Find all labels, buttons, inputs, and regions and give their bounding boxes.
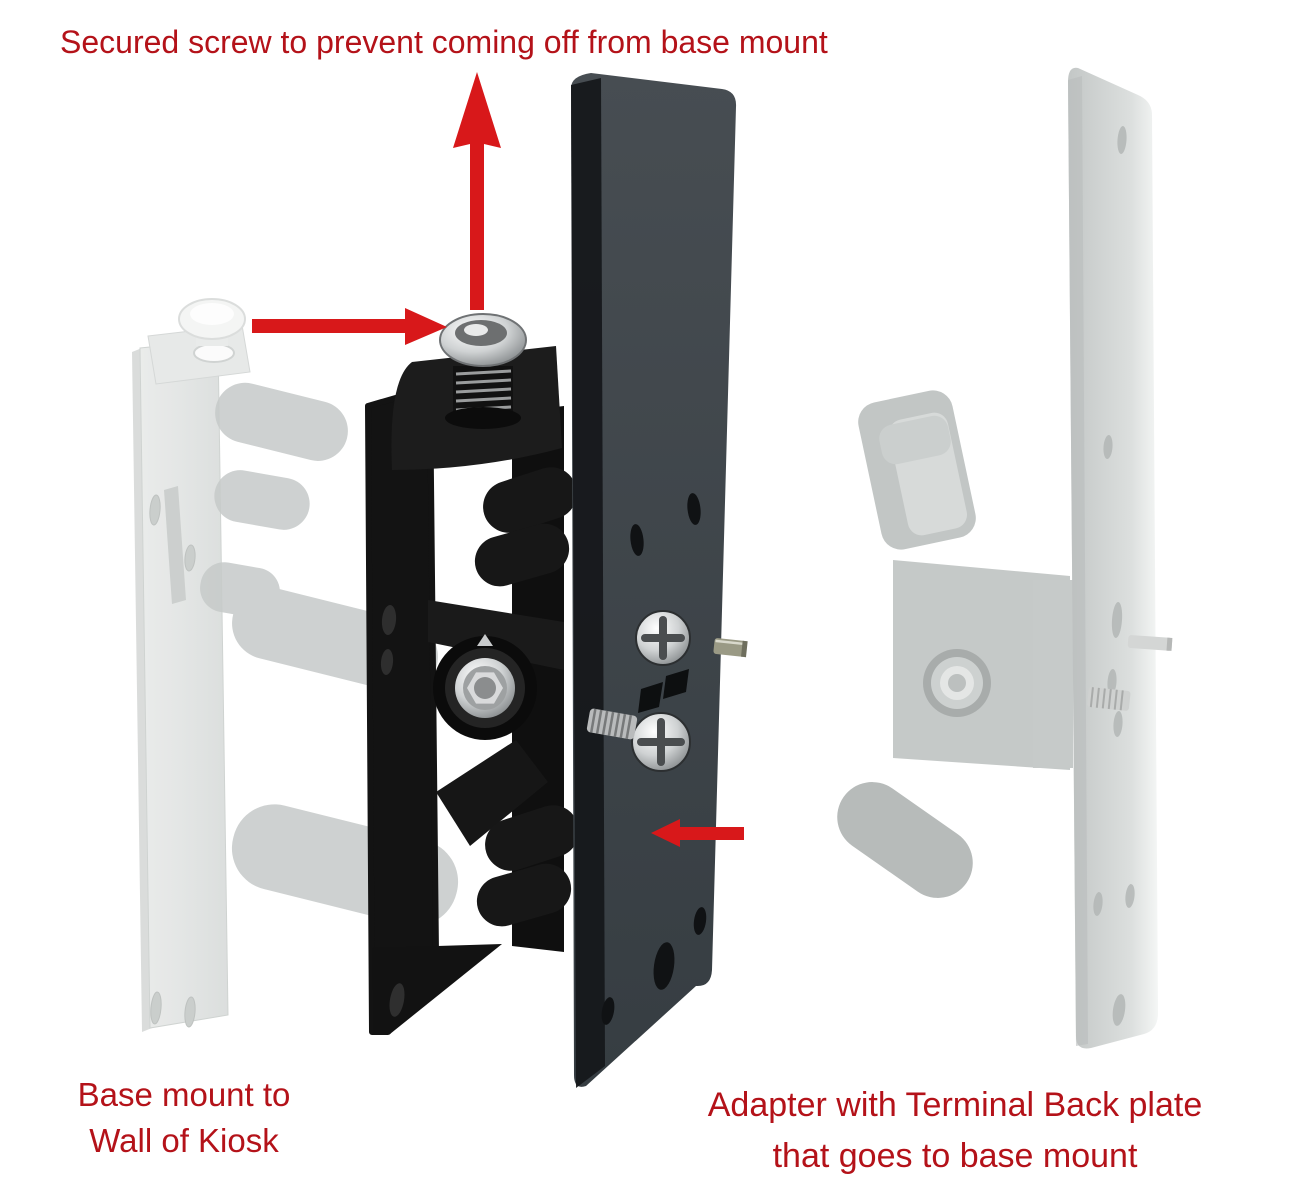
alignment-pin xyxy=(713,638,748,658)
right-arrow-icon xyxy=(252,308,447,345)
top-annotation: Secured screw to prevent coming off from… xyxy=(60,24,828,60)
pivot-nut xyxy=(433,634,537,740)
secured-screw xyxy=(439,313,527,429)
left-arrow-icon xyxy=(651,819,744,847)
base-mount-label-line1: Base mount to xyxy=(77,1076,291,1113)
threaded-stud xyxy=(586,708,638,740)
base-mount-label: Base mount to Wall of Kiosk xyxy=(34,1072,334,1163)
base-mount-ghost xyxy=(132,298,459,1032)
adapter-label-line1: Adapter with Terminal Back plate xyxy=(707,1086,1203,1124)
terminal-back-plate xyxy=(571,73,748,1088)
assembled-unit-ghost xyxy=(837,67,1173,1049)
phillips-screw-lower xyxy=(631,712,691,772)
adapter-label-line2: that goes to base mount xyxy=(772,1137,1138,1175)
adapter-bracket xyxy=(365,313,579,1035)
base-mount-label-line2: Wall of Kiosk xyxy=(89,1121,279,1159)
up-arrow-icon xyxy=(453,72,501,310)
adapter-label: Adapter with Terminal Back plate that go… xyxy=(655,1080,1255,1182)
phillips-screw-upper xyxy=(635,610,691,666)
